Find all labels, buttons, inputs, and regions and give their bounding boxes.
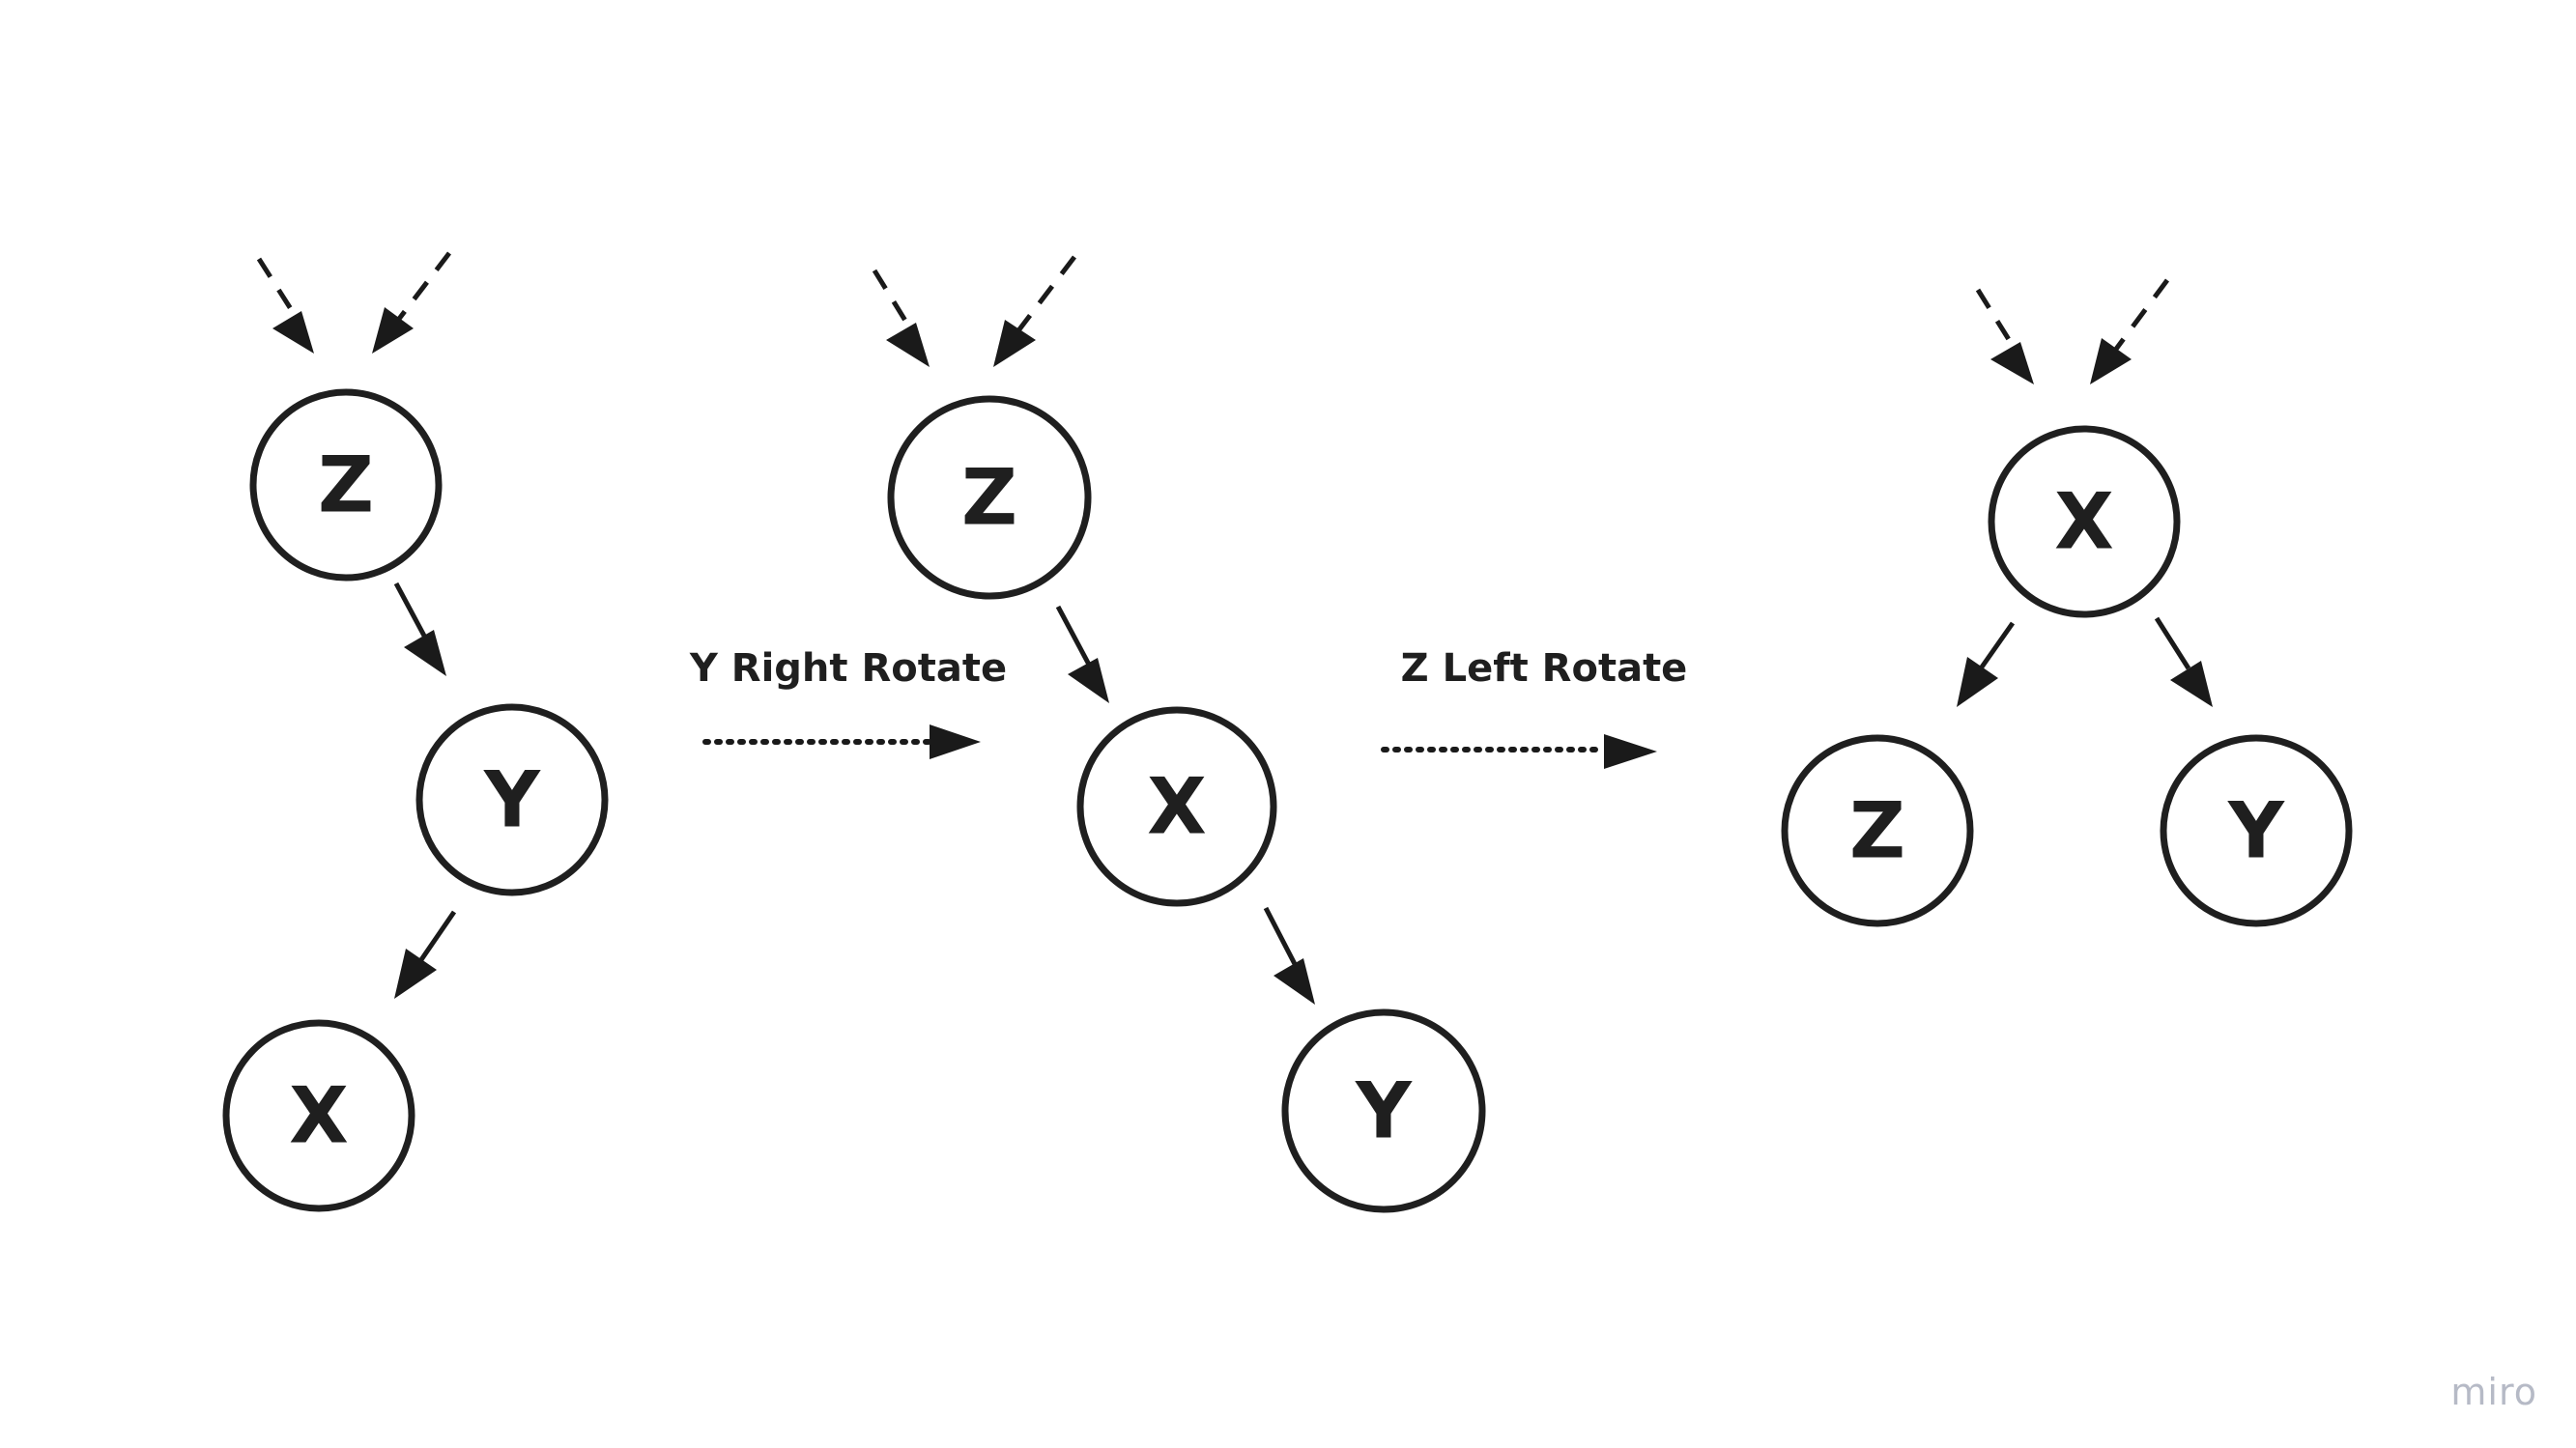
stage-3-edge-x-z — [1978, 621, 2016, 670]
stage-2-edge-z-x-arrowhead — [1068, 658, 1109, 703]
stage-3-edge-x-y-arrowhead — [2170, 661, 2213, 707]
stage-3-incoming-right-arrowhead — [2090, 338, 2132, 384]
stage-3-incoming-right-edge — [2111, 278, 2170, 354]
stage-3-edge-x-z-arrowhead — [1957, 657, 1998, 707]
stage-3-edge-x-y — [2154, 616, 2191, 670]
stage-3: X Z Y — [1781, 278, 2353, 927]
transition-1: Y Right Rotate — [689, 646, 1007, 759]
stage-2-node-y: Y — [1281, 1008, 1486, 1213]
stage-2-edge-z-x — [1055, 605, 1092, 667]
stage-1: Z Y X — [222, 251, 609, 1212]
stage-3-node-y-label: Y — [2227, 786, 2285, 876]
transition-1-label: Y Right Rotate — [689, 646, 1007, 691]
stage-2-node-z-label: Z — [961, 453, 1017, 543]
miro-logo: miro — [2450, 1371, 2537, 1413]
stage-1-edge-z-y-arrowhead — [404, 630, 446, 676]
stage-3-node-x-label: X — [2054, 477, 2114, 567]
stage-3-node-z-label: Z — [1849, 786, 1905, 876]
stage-3-node-y: Y — [2160, 734, 2353, 927]
stage-2-incoming-left-arrowhead — [886, 323, 930, 367]
stage-1-node-x-label: X — [289, 1071, 349, 1161]
miro-watermark-text: miro — [2450, 1371, 2537, 1413]
stage-1-node-y-label: Y — [483, 755, 541, 845]
stage-2-incoming-left-edge — [872, 269, 916, 335]
stage-2: Z X Y — [872, 255, 1486, 1213]
stage-1-edge-z-y — [393, 582, 428, 639]
stage-3-node-x: X — [1988, 425, 2181, 618]
stage-2-node-x: X — [1076, 706, 1277, 907]
transition-1-arrowhead — [930, 724, 981, 759]
stage-1-incoming-left-edge — [256, 257, 302, 325]
stage-3-incoming-left-arrowhead — [1990, 342, 2034, 384]
transition-2-arrowhead — [1604, 734, 1657, 769]
stage-1-node-z-label: Z — [318, 440, 374, 530]
stage-1-node-y: Y — [415, 703, 609, 896]
stage-2-incoming-right-edge — [1015, 255, 1076, 335]
stage-2-incoming-right-arrowhead — [993, 320, 1036, 367]
stage-1-node-z: Z — [249, 388, 443, 582]
transition-2: Z Left Rotate — [1381, 646, 1688, 769]
transition-2-label: Z Left Rotate — [1401, 646, 1688, 691]
stage-1-edge-y-x — [417, 910, 457, 963]
stage-2-node-x-label: X — [1147, 762, 1207, 852]
stage-1-incoming-right-edge — [394, 251, 451, 325]
stage-1-incoming-right-arrowhead — [372, 307, 414, 354]
stage-2-edge-x-y-arrowhead — [1274, 958, 1315, 1005]
stage-1-incoming-left-arrowhead — [272, 311, 314, 354]
stage-1-node-x: X — [222, 1019, 415, 1212]
stage-1-edge-y-x-arrowhead — [394, 949, 437, 999]
stage-3-node-z: Z — [1781, 734, 1974, 927]
stage-2-edge-x-y — [1263, 906, 1298, 966]
stage-2-node-z: Z — [887, 395, 1092, 600]
stage-2-node-y-label: Y — [1355, 1066, 1413, 1156]
stage-3-incoming-left-edge — [1975, 288, 2020, 355]
